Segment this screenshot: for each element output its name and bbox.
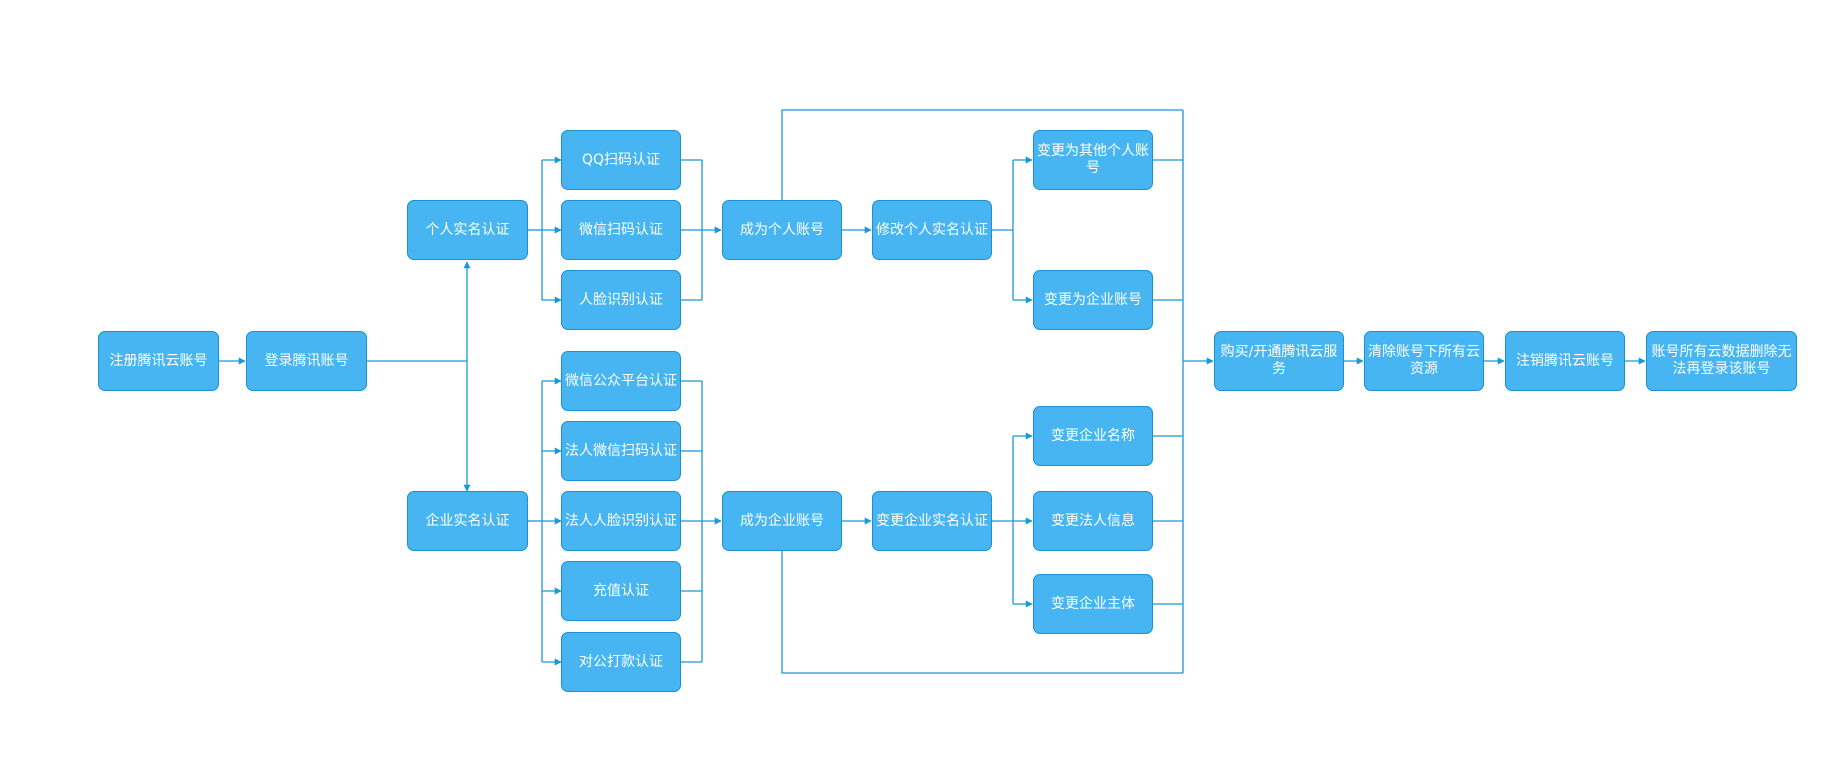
- node-become-personal: 成为个人账号: [722, 200, 842, 260]
- node-wechat-scan: 微信扫码认证: [561, 200, 681, 260]
- node-buy-service: 购买/开通腾讯云服务: [1214, 331, 1344, 391]
- node-personal-auth: 个人实名认证: [407, 200, 528, 260]
- node-wechat-official: 微信公众平台认证: [561, 351, 681, 411]
- node-enterprise-auth: 企业实名认证: [407, 491, 528, 551]
- node-change-legal-info: 变更法人信息: [1033, 491, 1153, 551]
- node-change-enterprise-name: 变更企业名称: [1033, 406, 1153, 466]
- node-login: 登录腾讯账号: [246, 331, 367, 391]
- node-data-deleted: 账号所有云数据删除无法再登录该账号: [1646, 331, 1797, 391]
- node-modify-personal: 修改个人实名认证: [872, 200, 992, 260]
- node-cancel-account: 注销腾讯云账号: [1505, 331, 1625, 391]
- node-change-entity: 变更企业主体: [1033, 574, 1153, 634]
- edge-enterprise-bypass: [781, 551, 1183, 674]
- node-clear-resources: 清除账号下所有云资源: [1364, 331, 1484, 391]
- node-register: 注册腾讯云账号: [98, 331, 219, 391]
- node-become-enterprise: 成为企业账号: [722, 491, 842, 551]
- node-change-other-personal: 变更为其他个人账号: [1033, 130, 1153, 190]
- node-corporate-transfer: 对公打款认证: [561, 632, 681, 692]
- node-face-recognition: 人脸识别认证: [561, 270, 681, 330]
- node-change-enterprise: 变更企业实名认证: [872, 491, 992, 551]
- node-qq-scan: QQ扫码认证: [561, 130, 681, 190]
- node-change-to-enterprise: 变更为企业账号: [1033, 270, 1153, 330]
- edge-personal-bypass: [781, 109, 1183, 200]
- node-legal-face: 法人人脸识别认证: [561, 491, 681, 551]
- node-recharge: 充值认证: [561, 561, 681, 621]
- node-legal-wechat-scan: 法人微信扫码认证: [561, 421, 681, 481]
